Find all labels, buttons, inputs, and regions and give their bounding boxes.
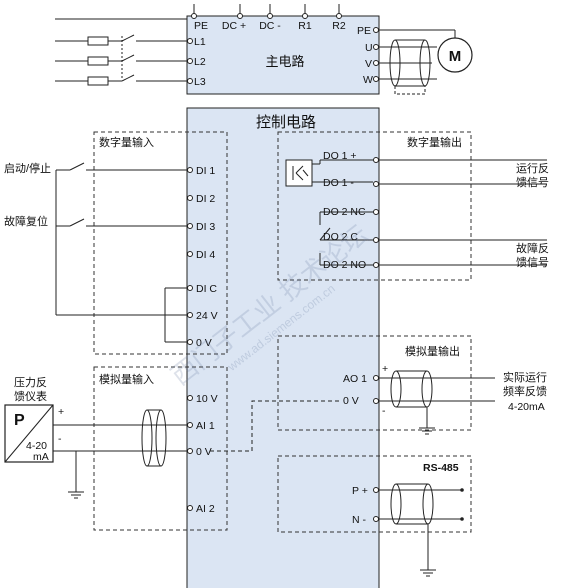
svg-text:DC +: DC +	[222, 20, 246, 32]
start-stop-label: 启动/停止	[4, 161, 51, 175]
ai-terminal-10v: 10 V	[187, 393, 218, 405]
svg-text:+: +	[382, 363, 388, 375]
input-line-l2: L2	[55, 54, 206, 68]
svg-text:W: W	[363, 74, 373, 86]
di-terminal-dic: DI C	[187, 283, 217, 295]
run-feedback-label: 运行反	[516, 162, 549, 175]
ground-icon	[420, 569, 436, 577]
svg-text:DC -: DC -	[259, 20, 281, 32]
svg-text:0 V: 0 V	[196, 446, 212, 458]
svg-text:10 V: 10 V	[196, 393, 218, 405]
rs485-group: RS-485 P + N -	[277, 455, 472, 577]
svg-text:频率反馈: 频率反馈	[503, 384, 547, 398]
ai-terminal-ai1: AI 1	[187, 420, 215, 432]
svg-text:N -: N -	[352, 514, 367, 526]
top-terminal-dc-plus: DC +	[222, 4, 246, 32]
di-terminal-di3: DI 3	[187, 221, 215, 233]
control-circuit-title: 控制电路	[256, 114, 316, 131]
main-circuit-title: 主电路	[265, 54, 304, 69]
digital-output-group: 数字量输出 DO 1 + DO 1 - DO 2 NC DO 2 C DO 2 …	[277, 131, 549, 281]
ai-terminal-0v: 0 V	[187, 446, 212, 458]
svg-text:L2: L2	[194, 56, 206, 68]
control-circuit-box	[186, 107, 380, 588]
svg-text:AO 1: AO 1	[343, 373, 367, 385]
svg-text:AI 2: AI 2	[196, 503, 215, 515]
analog-feedback-label: 实际运行	[503, 370, 547, 384]
top-terminal-r1: R1	[298, 4, 312, 32]
svg-text:mA: mA	[33, 451, 49, 463]
svg-text:L3: L3	[194, 76, 206, 88]
svg-text:AI 1: AI 1	[196, 420, 215, 432]
svg-text:DI 2: DI 2	[196, 193, 215, 205]
svg-text:0 V: 0 V	[343, 395, 359, 407]
svg-text:数字量输入: 数字量输入	[99, 135, 154, 149]
input-line-l3: L3	[55, 74, 206, 88]
optocoupler-icon	[285, 159, 313, 187]
analog-output-group: 模拟量输出 AO 1 0 V + - 实际运行 频率反馈 4-20mA	[277, 335, 547, 435]
ground-icon	[419, 427, 435, 435]
di-terminal-di2: DI 2	[187, 193, 215, 205]
start-stop-switch	[55, 162, 187, 315]
fault-reset-label: 故障复位	[4, 214, 48, 228]
svg-text:+: +	[58, 406, 64, 418]
di-terminal-24v: 24 V	[187, 310, 218, 322]
digital-input-group: 数字量输入 启动/停止 故障复位 DI 1 DI 2 DI 3 DI 4 DI …	[4, 131, 228, 355]
svg-text:DI C: DI C	[196, 283, 217, 295]
svg-text:-: -	[382, 405, 386, 417]
svg-text:馈信号: 馈信号	[516, 256, 549, 269]
svg-text:V: V	[365, 58, 372, 70]
svg-text:0 V: 0 V	[196, 337, 212, 349]
svg-text:DI 3: DI 3	[196, 221, 215, 233]
motor: M	[437, 37, 473, 73]
di-terminal-di1: DI 1	[187, 165, 215, 177]
analog-input-group: 模拟量输入 10 V AI 1 0 V AI 2 压力反 馈仪表 P 4-20 …	[4, 366, 340, 531]
svg-text:DI 1: DI 1	[196, 165, 215, 177]
main-circuit: 主电路 PE DC + DC - R1 R2	[55, 4, 473, 95]
svg-text:U: U	[365, 42, 373, 54]
svg-text:P +: P +	[352, 485, 368, 497]
svg-text:L1: L1	[194, 36, 206, 48]
di-terminal-0v: 0 V	[187, 337, 212, 349]
svg-text:数字量输出: 数字量输出	[407, 135, 462, 149]
di-terminal-di4: DI 4	[187, 249, 215, 261]
svg-text:PE: PE	[194, 20, 208, 32]
svg-text:M: M	[449, 48, 462, 65]
pressure-sensor-icon: P 4-20 mA	[4, 404, 54, 463]
svg-text:模拟量输入: 模拟量输入	[99, 372, 154, 386]
ai-terminal-ai2: AI 2	[187, 503, 215, 515]
svg-text:RS-485: RS-485	[423, 462, 459, 474]
svg-text:馈信号: 馈信号	[516, 176, 549, 189]
svg-text:DO 1 -: DO 1 -	[323, 177, 354, 189]
svg-text:4-20: 4-20	[26, 440, 47, 452]
svg-text:模拟量输出: 模拟量输出	[405, 344, 460, 358]
svg-text:-: -	[58, 433, 62, 445]
svg-text:DI 4: DI 4	[196, 249, 215, 261]
svg-text:R1: R1	[298, 20, 312, 32]
svg-text:R2: R2	[332, 20, 346, 32]
fault-feedback-label: 故障反	[516, 241, 549, 255]
svg-text:4-20mA: 4-20mA	[508, 401, 545, 413]
input-line-l1: L1	[55, 34, 206, 48]
svg-text:DO 1 +: DO 1 +	[323, 150, 357, 162]
sensor-label: 压力反	[14, 376, 47, 389]
main-circuit-box	[186, 15, 380, 95]
svg-text:馈仪表: 馈仪表	[14, 389, 47, 403]
fault-reset-switch	[56, 218, 187, 227]
top-terminal-dc-minus: DC -	[259, 4, 281, 32]
svg-text:PE: PE	[357, 25, 371, 37]
output-terminals: PE U V W	[357, 25, 456, 95]
top-terminal-r2: R2	[332, 4, 346, 32]
control-circuit: 控制电路	[186, 107, 380, 588]
svg-text:P: P	[14, 412, 25, 429]
top-terminal-pe: PE	[191, 4, 208, 32]
ground-icon	[68, 491, 84, 499]
svg-text:24 V: 24 V	[196, 310, 218, 322]
